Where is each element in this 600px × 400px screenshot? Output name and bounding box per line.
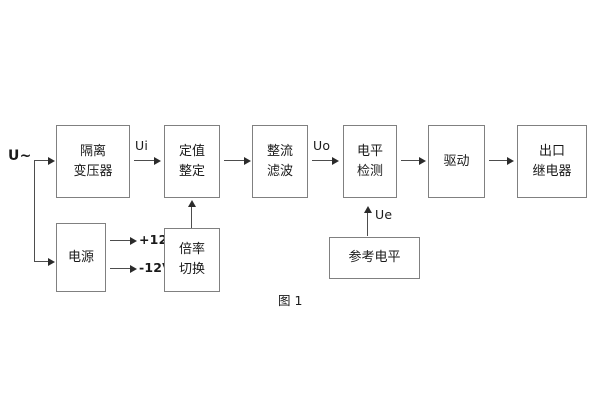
block-rectify-filter-line-1: 整流 (266, 143, 293, 159)
block-setting-value-line-2: 整定 (178, 163, 205, 179)
block-rectify-filter-line-2: 滤波 (266, 163, 293, 179)
signal-label-uo: Uo (313, 138, 331, 153)
block-multiplier-switch-line-2: 切换 (178, 262, 205, 277)
signal-label-ui: Ui (135, 138, 149, 153)
block-setting-value[interactable]: 定值 整定 (164, 125, 220, 198)
rail-plus12v-line (110, 240, 132, 241)
setting-to-rectify-line (224, 160, 246, 161)
block-multiplier-switch[interactable]: 倍率 切换 (164, 228, 220, 292)
multiplier-to-setting-arrow-icon (188, 200, 196, 207)
ui-arrow-icon (154, 157, 161, 165)
block-output-relay[interactable]: 出口 继电器 (517, 125, 587, 198)
block-level-detect-line-2: 检测 (356, 163, 383, 179)
driver-to-relay-line (489, 160, 511, 161)
signal-label-ue: Ue (375, 207, 393, 222)
block-power-supply-line-1: 电源 (67, 249, 94, 265)
rail-label-minus12v: -12V (139, 260, 173, 275)
block-level-detect-line-1: 电平 (356, 143, 383, 159)
uo-arrow-line (312, 160, 334, 161)
input-branch-top-arrow-icon (48, 157, 55, 165)
rail-minus12v-arrow-icon (130, 265, 137, 273)
block-isolation-transformer-line-1: 隔离 (79, 143, 106, 159)
block-setting-value-line-1: 定值 (178, 143, 205, 159)
block-power-supply[interactable]: 电源 (56, 223, 106, 292)
ui-arrow-line (134, 160, 156, 161)
block-driver-line-1: 驱动 (443, 153, 470, 169)
figure-caption: 图 1 (278, 293, 303, 308)
level-to-driver-arrow-icon (419, 157, 426, 165)
block-reference-level-line-1: 参考电平 (348, 250, 401, 266)
block-isolation-transformer[interactable]: 隔离 变压器 (56, 125, 130, 198)
level-to-driver-line (401, 160, 423, 161)
block-output-relay-line-2: 继电器 (532, 163, 572, 179)
multiplier-to-setting-line (191, 206, 192, 228)
block-driver[interactable]: 驱动 (428, 125, 485, 198)
driver-to-relay-arrow-icon (507, 157, 514, 165)
input-branch-bottom-arrow-icon (48, 258, 55, 266)
input-label-u-ac: U~ (8, 148, 32, 164)
input-bus-vertical-line (34, 161, 35, 261)
block-isolation-transformer-line-2: 变压器 (73, 163, 113, 179)
block-rectify-filter[interactable]: 整流 滤波 (252, 125, 308, 198)
input-branch-bottom-line (34, 261, 50, 262)
setting-to-rectify-arrow-icon (244, 157, 251, 165)
ue-arrow-icon (364, 206, 372, 213)
block-output-relay-line-1: 出口 (538, 143, 565, 159)
block-level-detect[interactable]: 电平 检测 (343, 125, 397, 198)
ue-line (367, 212, 368, 236)
block-reference-level[interactable]: 参考电平 (329, 237, 420, 279)
rail-plus12v-arrow-icon (130, 237, 137, 245)
input-branch-top-line (34, 160, 50, 161)
uo-arrow-icon (332, 157, 339, 165)
block-multiplier-switch-line-1: 倍率 (178, 242, 205, 258)
rail-minus12v-line (110, 268, 132, 269)
